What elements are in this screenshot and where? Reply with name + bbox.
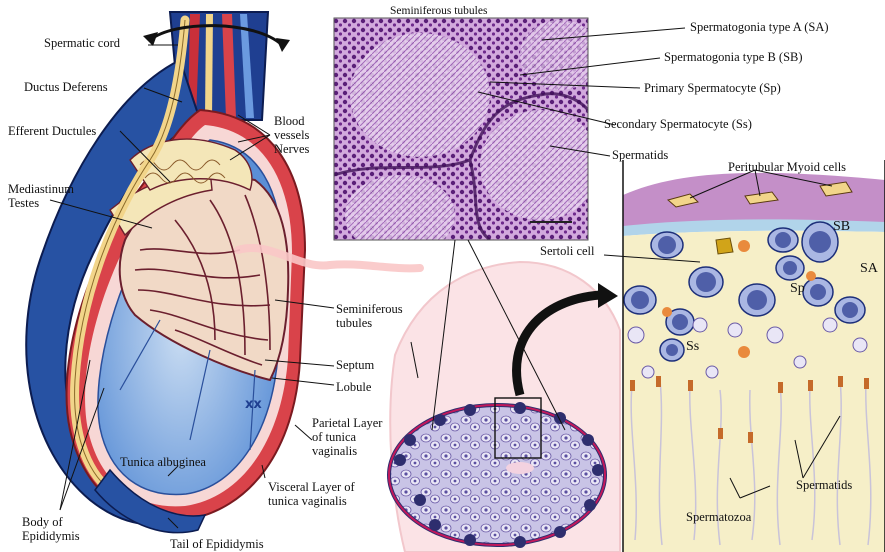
label-spermatids-histology: Spermatids xyxy=(612,148,668,162)
label-spermatids-cells: Spermatids xyxy=(796,478,852,492)
label-spermatic-cord: Spermatic cord xyxy=(44,36,120,50)
label-secondary-spermatocyte: Secondary Spermatocyte (Ss) xyxy=(604,117,752,131)
label-peritubular-myoid: Peritubular Myoid cells xyxy=(728,160,846,174)
label-spermatogonia-a: Spermatogonia type A (SA) xyxy=(690,20,829,34)
label-primary-spermatocyte: Primary Spermatocyte (Sp) xyxy=(644,81,781,95)
tubule-cross-section xyxy=(387,240,620,552)
histology-micrograph xyxy=(334,18,600,255)
label-mediastinum-testes: Mediastinum Testes xyxy=(8,182,74,210)
label-septum: Septum xyxy=(336,358,374,372)
label-tunica-albuginea: Tunica albuginea xyxy=(120,455,206,469)
label-histology-title: Seminiferous tubules xyxy=(390,4,487,18)
label-body-of-epididymis: Body of Epididymis xyxy=(22,515,80,543)
label-ss: Ss xyxy=(686,340,699,354)
label-blood-vessels-nerves: Blood vessels Nerves xyxy=(274,114,309,156)
label-visceral-layer: Visceral Layer of tunica vaginalis xyxy=(268,480,355,508)
label-sb: SB xyxy=(833,220,850,234)
label-seminiferous-tubules: Seminiferous tubules xyxy=(336,302,403,330)
label-ductus-deferens: Ductus Deferens xyxy=(24,80,108,94)
svg-text:xx: xx xyxy=(245,397,262,412)
label-sertoli-cell: Sertoli cell xyxy=(540,244,595,258)
label-tail-of-epididymis: Tail of Epididymis xyxy=(170,537,264,551)
label-efferent-ductules: Efferent Ductules xyxy=(8,124,96,138)
label-spermatogonia-b: Spermatogonia type B (SB) xyxy=(664,50,803,64)
label-sp: Sp xyxy=(790,282,805,296)
label-sa: SA xyxy=(860,262,878,276)
label-spermatozoa: Spermatozoa xyxy=(686,510,751,524)
label-lobule: Lobule xyxy=(336,380,371,394)
label-parietal-layer: Parietal Layer of tunica vaginalis xyxy=(312,416,382,458)
